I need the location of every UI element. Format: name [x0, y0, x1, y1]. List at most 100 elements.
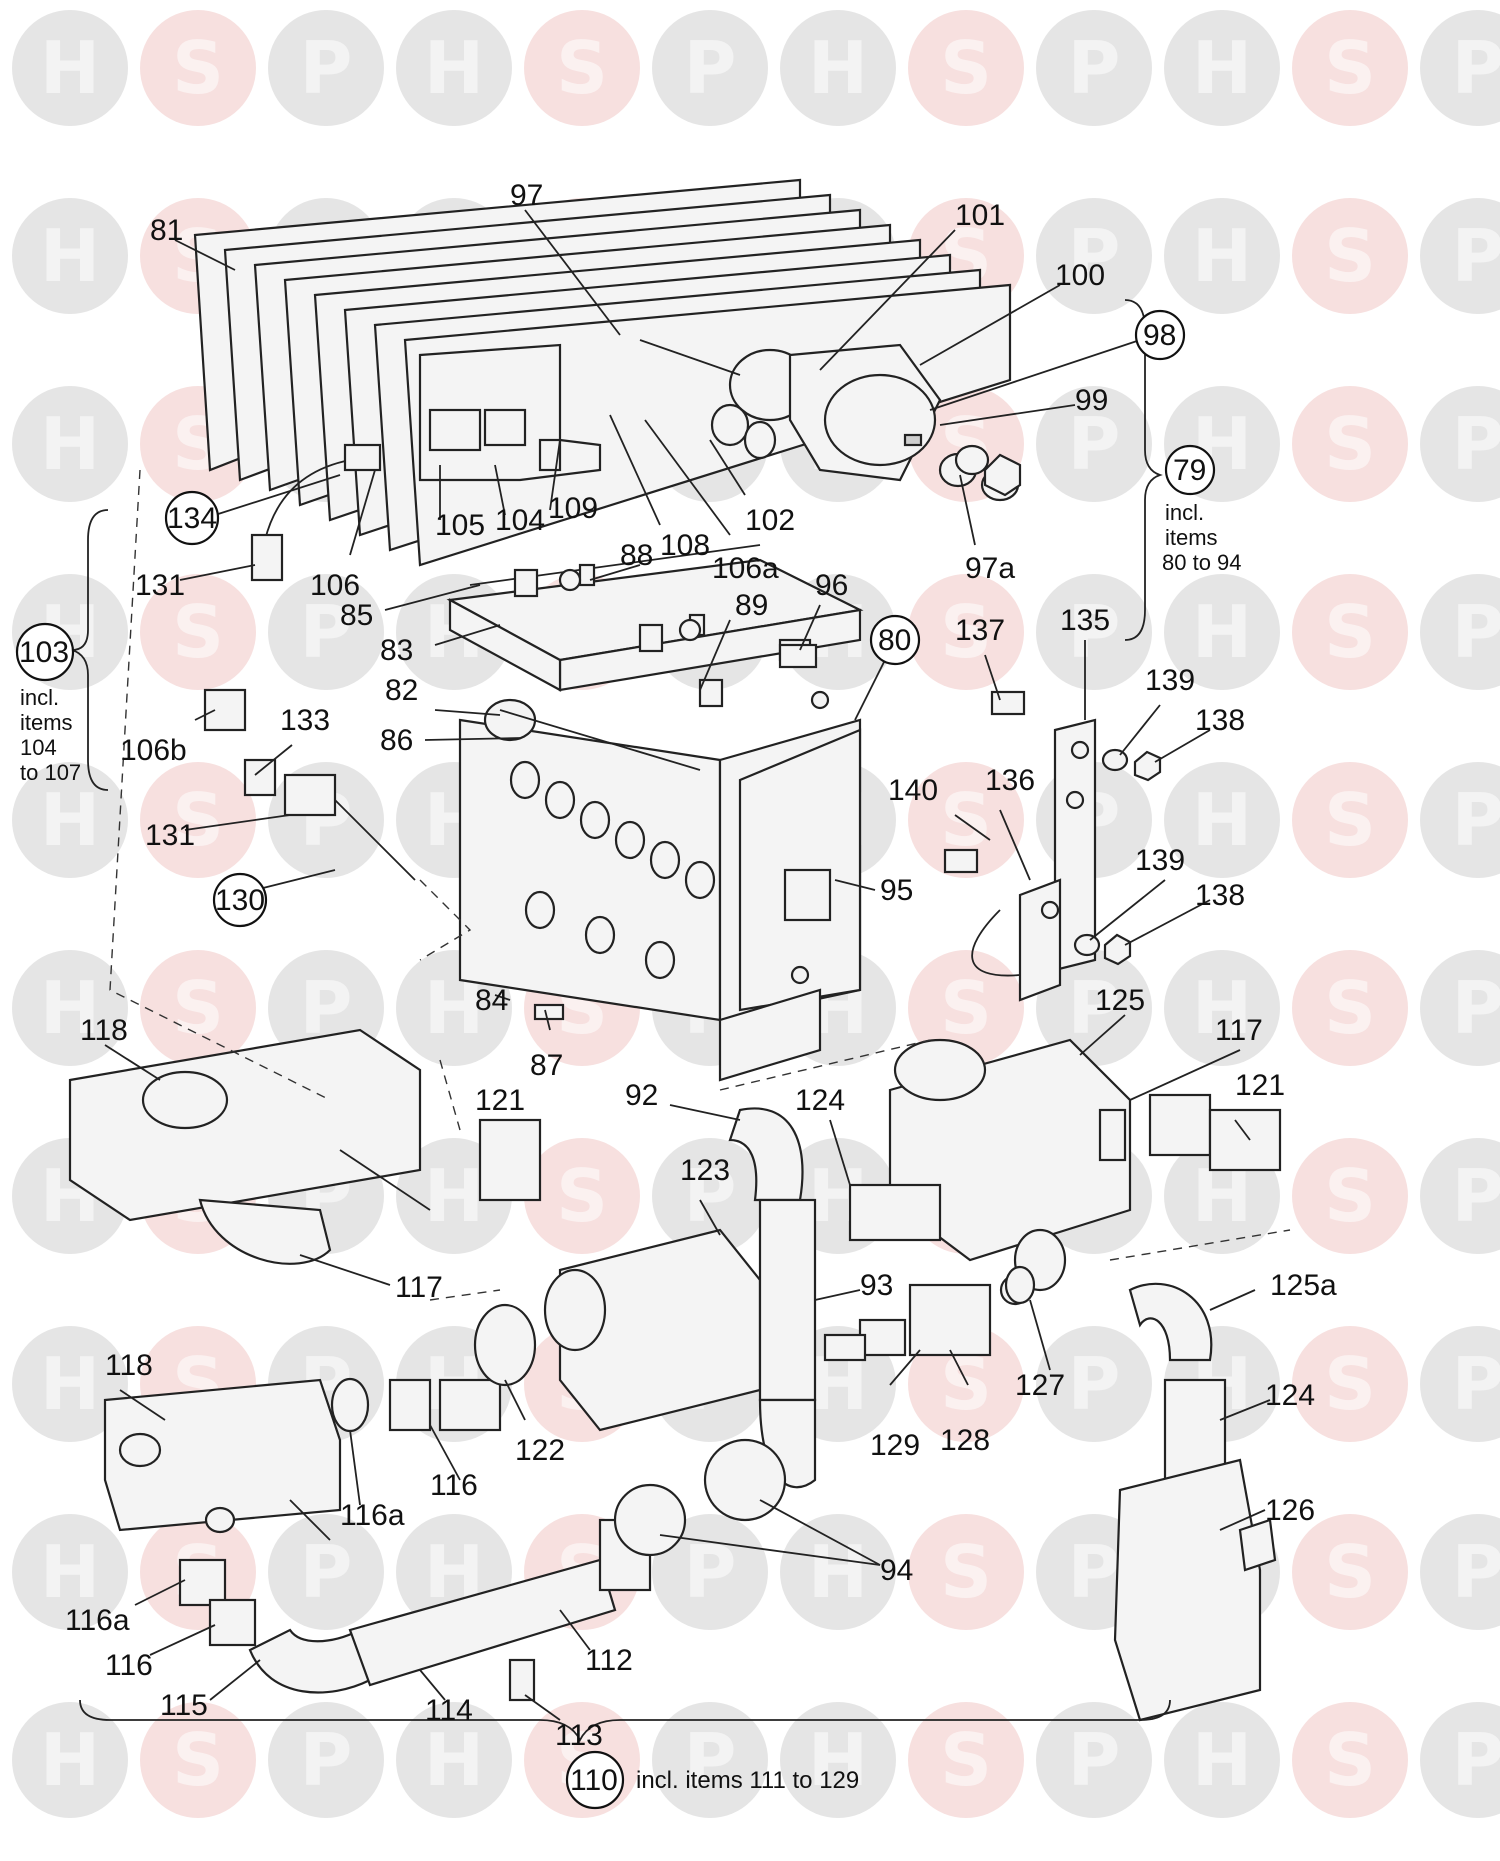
watermark-circle [12, 1326, 128, 1442]
label-117a: 117 [1215, 1014, 1263, 1047]
watermark-circle [652, 10, 768, 126]
watermark-letter: H [424, 26, 484, 110]
label-96: 96 [815, 569, 848, 602]
watermark-circle [1292, 574, 1408, 690]
watermark-letter: P [1452, 1530, 1500, 1614]
watermark-circle [1420, 762, 1500, 878]
label-80: 80 [878, 624, 911, 657]
watermark-letter: H [40, 1342, 100, 1426]
watermark-letter: S [1324, 1718, 1376, 1802]
watermark-letter: P [1068, 402, 1121, 486]
watermark-letter: S [940, 778, 992, 862]
label-101: 101 [955, 199, 1005, 232]
watermark-circle [1164, 574, 1280, 690]
watermark-circle [652, 1138, 768, 1254]
label-95: 95 [880, 874, 913, 907]
watermark-circle [12, 762, 128, 878]
label-79: 79 [1173, 454, 1206, 487]
watermark-circle [1420, 1138, 1500, 1254]
label-124b: 124 [1265, 1379, 1315, 1412]
watermark-letter: P [684, 1718, 737, 1802]
watermark-letter: P [1452, 214, 1500, 298]
label-106: 106 [310, 569, 360, 602]
watermark-circle [1036, 10, 1152, 126]
pipework-lower [248, 1377, 652, 1702]
watermark-letter: S [1324, 1530, 1376, 1614]
watermark-letter: S [940, 1530, 992, 1614]
watermark-circle [780, 1702, 896, 1818]
watermark-circle [140, 762, 256, 878]
watermark-circle [1036, 1326, 1152, 1442]
label-125a: 125a [1270, 1269, 1337, 1302]
watermark-circle [12, 10, 128, 126]
watermark-letter: S [556, 26, 608, 110]
label-134: 134 [167, 502, 217, 535]
watermark-letter: S [1324, 26, 1376, 110]
label-116-upper: 116 [430, 1469, 478, 1502]
watermark-circle [1292, 1514, 1408, 1630]
watermark-circle [908, 950, 1024, 1066]
watermark-letter: H [1192, 590, 1252, 674]
label-121b: 121 [1235, 1069, 1285, 1102]
watermark-circle [1420, 386, 1500, 502]
label-136: 136 [985, 764, 1035, 797]
label-125: 125 [1095, 984, 1145, 1017]
pilot-burner-assembly [418, 339, 1020, 502]
watermark-letter: P [1452, 26, 1500, 110]
gas-valve-125 [848, 1038, 1282, 1306]
label-94: 94 [880, 1554, 913, 1587]
watermark-circle [1164, 762, 1280, 878]
isolation-valve-126 [1113, 1282, 1277, 1722]
watermark-circle [268, 1702, 384, 1818]
label-103: 103 [19, 636, 69, 669]
label-93: 93 [860, 1269, 893, 1302]
watermark-circle [524, 10, 640, 126]
label-133: 133 [280, 704, 330, 737]
watermark-circle [780, 1514, 896, 1630]
watermark-letter: P [1452, 402, 1500, 486]
label-92: 92 [625, 1079, 658, 1112]
label-118b: 118 [105, 1349, 153, 1382]
watermark-circle [524, 1138, 640, 1254]
watermark-letter: S [1324, 966, 1376, 1050]
label-97: 97 [510, 179, 543, 212]
label-130-circled: 130 [212, 872, 268, 928]
label-118a: 118 [80, 1014, 128, 1047]
label-99: 99 [1075, 384, 1108, 417]
watermark-letter: H [40, 214, 100, 298]
watermark-circle [780, 10, 896, 126]
watermark-letter: P [300, 1718, 353, 1802]
label-124a: 124 [795, 1084, 845, 1117]
label-116a-lower: 116a [65, 1604, 130, 1637]
watermark-circle [1036, 1702, 1152, 1818]
watermark-circle [1164, 1702, 1280, 1818]
label-134-circled: 134 [164, 490, 220, 546]
watermark-letter: P [1452, 1154, 1500, 1238]
watermark-circle [652, 1514, 768, 1630]
note-79-line2: items [1165, 525, 1218, 550]
note-103-line3: 104 [20, 735, 57, 760]
label-81: 81 [150, 214, 183, 247]
fittings-127-129 [823, 1265, 1036, 1362]
label-85: 85 [340, 599, 373, 632]
watermark-circle [140, 10, 256, 126]
bolts-and-nuts [533, 444, 1162, 1021]
watermark-circle [140, 1702, 256, 1818]
label-131b: 131 [145, 819, 195, 852]
watermark-letter: S [940, 590, 992, 674]
watermark-letter: S [172, 1718, 224, 1802]
watermark-circle [268, 574, 384, 690]
watermark-circle [1420, 574, 1500, 690]
watermark-letter: H [424, 1718, 484, 1802]
watermark-circle [908, 1514, 1024, 1630]
label-98: 98 [1143, 319, 1176, 352]
label-108: 108 [660, 529, 710, 562]
label-89: 89 [735, 589, 768, 622]
label-105: 105 [435, 509, 485, 542]
watermark-letter: H [40, 778, 100, 862]
watermark-letter: S [172, 778, 224, 862]
label-leader-lines [104, 209, 1271, 1721]
gas-tube-106 [250, 443, 382, 582]
watermark-letter: P [1068, 1530, 1121, 1614]
watermark-circle [12, 386, 128, 502]
